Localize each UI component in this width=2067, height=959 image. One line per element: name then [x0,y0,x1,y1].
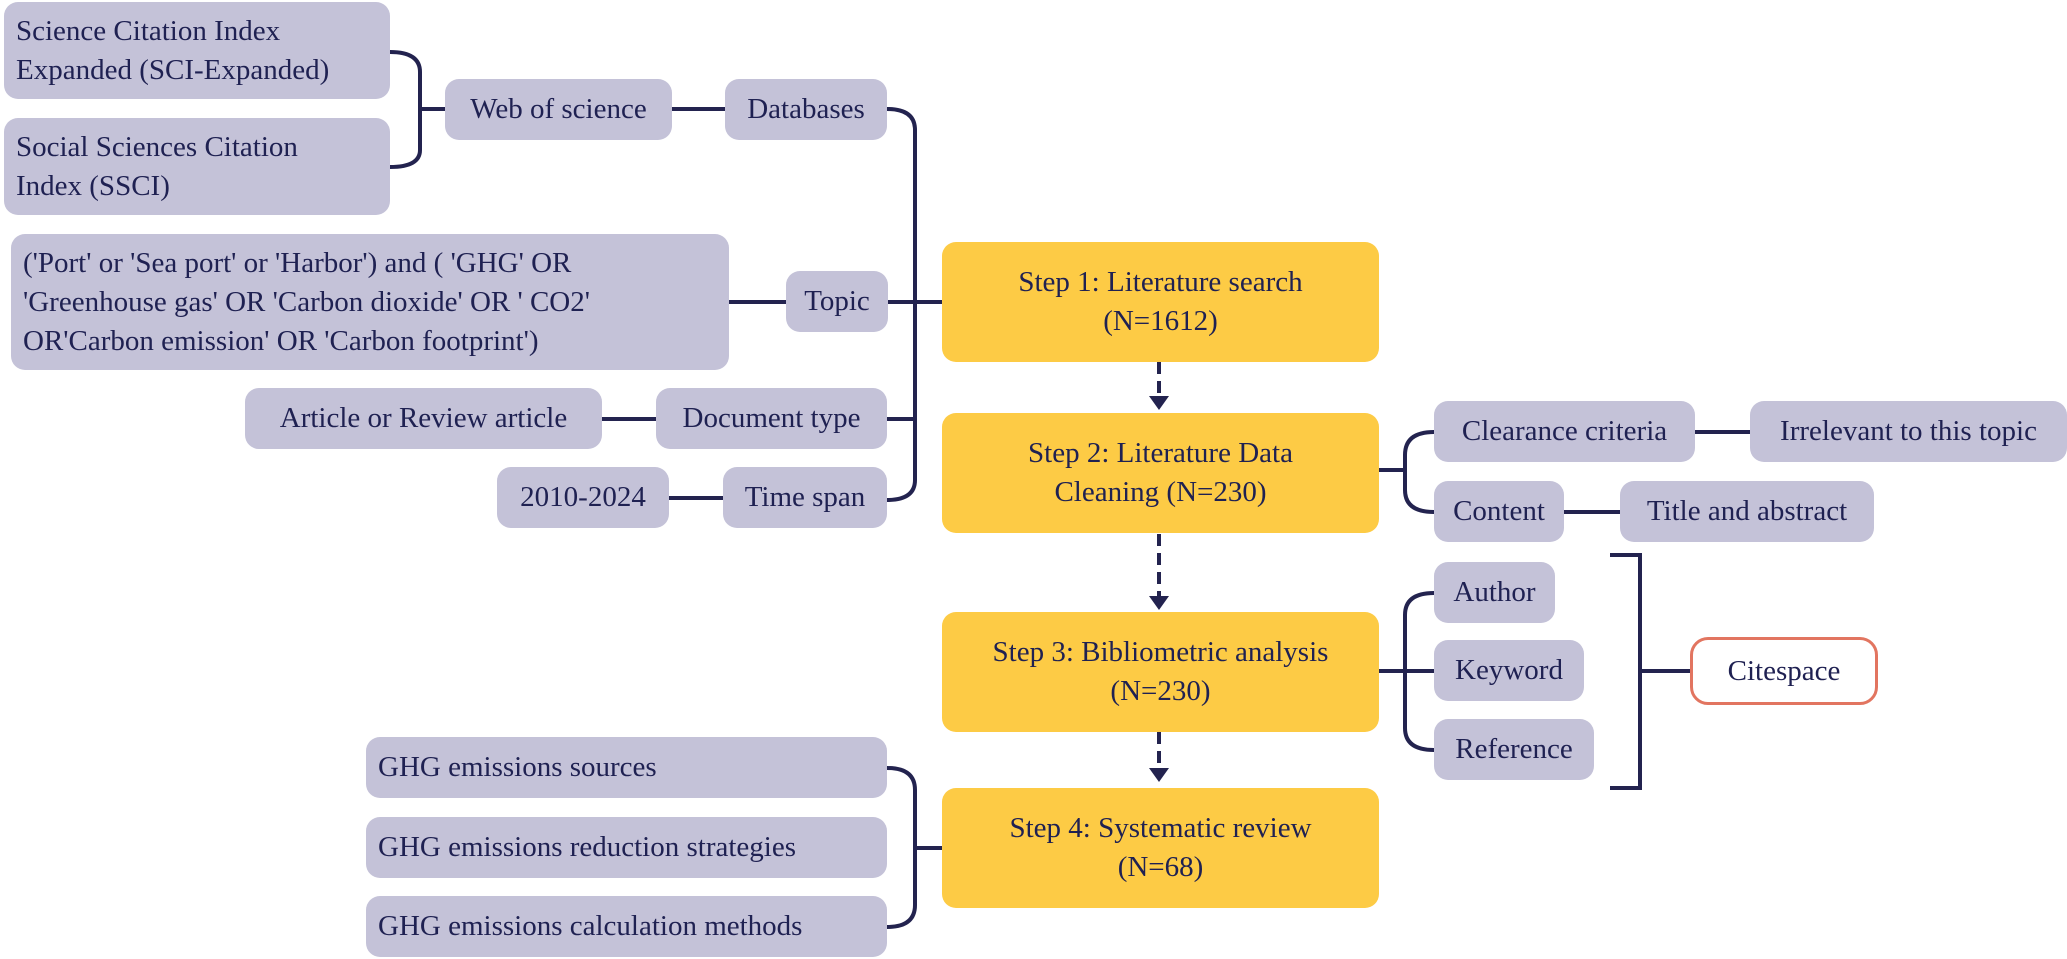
node-sci-expanded: Science Citation Index Expanded (SCI-Exp… [4,2,390,99]
node-clearance-criteria-text: Clearance criteria [1461,415,1668,447]
connector-databases-bracket [389,50,422,169]
node-clearance-criteria: Clearance criteria [1434,401,1695,462]
node-ssci-text: Social Sciences Citation Index (SSCI) [16,130,298,202]
node-ghg-strategies: GHG emissions reduction strategies [366,817,887,878]
connector-cleaning-bracket [1403,430,1435,514]
connector-citespace-bracket [1610,553,1642,790]
node-years-text: 2010-2024 [520,481,646,513]
node-article-review: Article or Review article [245,388,602,449]
node-keyword-text: Keyword [1455,654,1563,686]
node-keyword: Keyword [1434,640,1584,701]
node-title-abstract-text: Title and abstract [1646,495,1848,527]
node-years: 2010-2024 [497,467,669,528]
step-1-text: Step 1: Literature search (N=1612) [1018,266,1303,337]
node-document-type-text: Document type [682,402,861,434]
node-ssci: Social Sciences Citation Index (SSCI) [4,118,390,215]
node-web-of-science-text: Web of science [470,93,647,125]
node-content: Content [1434,481,1564,542]
node-databases-text: Databases [747,93,865,125]
node-databases: Databases [725,79,887,140]
node-sci-expanded-text: Science Citation Index Expanded (SCI-Exp… [16,14,330,86]
step-2-text: Step 2: Literature Data Cleaning (N=230) [1028,437,1293,508]
node-reference: Reference [1434,719,1594,780]
node-title-abstract: Title and abstract [1620,481,1874,542]
node-time-span-text: Time span [744,481,866,513]
node-search-query-text: ('Port' or 'Sea port' or 'Harbor') and (… [23,246,590,357]
step-3-text: Step 3: Bibliometric analysis (N=230) [992,636,1329,707]
node-reference-text: Reference [1455,733,1573,765]
node-ghg-methods: GHG emissions calculation methods [366,896,887,957]
node-ghg-methods-text: GHG emissions calculation methods [378,910,803,942]
connector-search-bracket [886,107,917,502]
node-web-of-science: Web of science [445,79,672,140]
arrowhead-step3 [1149,596,1169,610]
step-3-bibliometric-analysis: Step 3: Bibliometric analysis (N=230) [942,612,1379,732]
node-irrelevant-topic-text: Irrelevant to this topic [1780,415,2037,447]
node-document-type: Document type [656,388,887,449]
step-4-systematic-review: Step 4: Systematic review (N=68) [942,788,1379,908]
step-2-data-cleaning: Step 2: Literature Data Cleaning (N=230) [942,413,1379,533]
connector-review-bracket [886,766,917,929]
step-1-literature-search: Step 1: Literature search (N=1612) [942,242,1379,362]
arrowhead-step2 [1149,396,1169,410]
arrowhead-step4 [1149,768,1169,782]
node-ghg-strategies-text: GHG emissions reduction strategies [378,831,797,863]
node-citespace: Citespace [1690,637,1878,705]
node-ghg-sources-text: GHG emissions sources [378,751,657,783]
node-content-text: Content [1453,495,1545,527]
node-author: Author [1434,562,1555,623]
node-ghg-sources: GHG emissions sources [366,737,887,798]
node-topic-text: Topic [804,285,870,317]
node-article-review-text: Article or Review article [279,402,568,434]
step-4-text: Step 4: Systematic review (N=68) [1009,812,1312,883]
node-irrelevant-topic: Irrelevant to this topic [1750,401,2067,462]
node-topic: Topic [786,271,888,332]
node-time-span: Time span [723,467,887,528]
node-search-query: ('Port' or 'Sea port' or 'Harbor') and (… [11,234,729,370]
node-author-text: Author [1453,576,1536,608]
node-citespace-text: Citespace [1727,654,1841,687]
